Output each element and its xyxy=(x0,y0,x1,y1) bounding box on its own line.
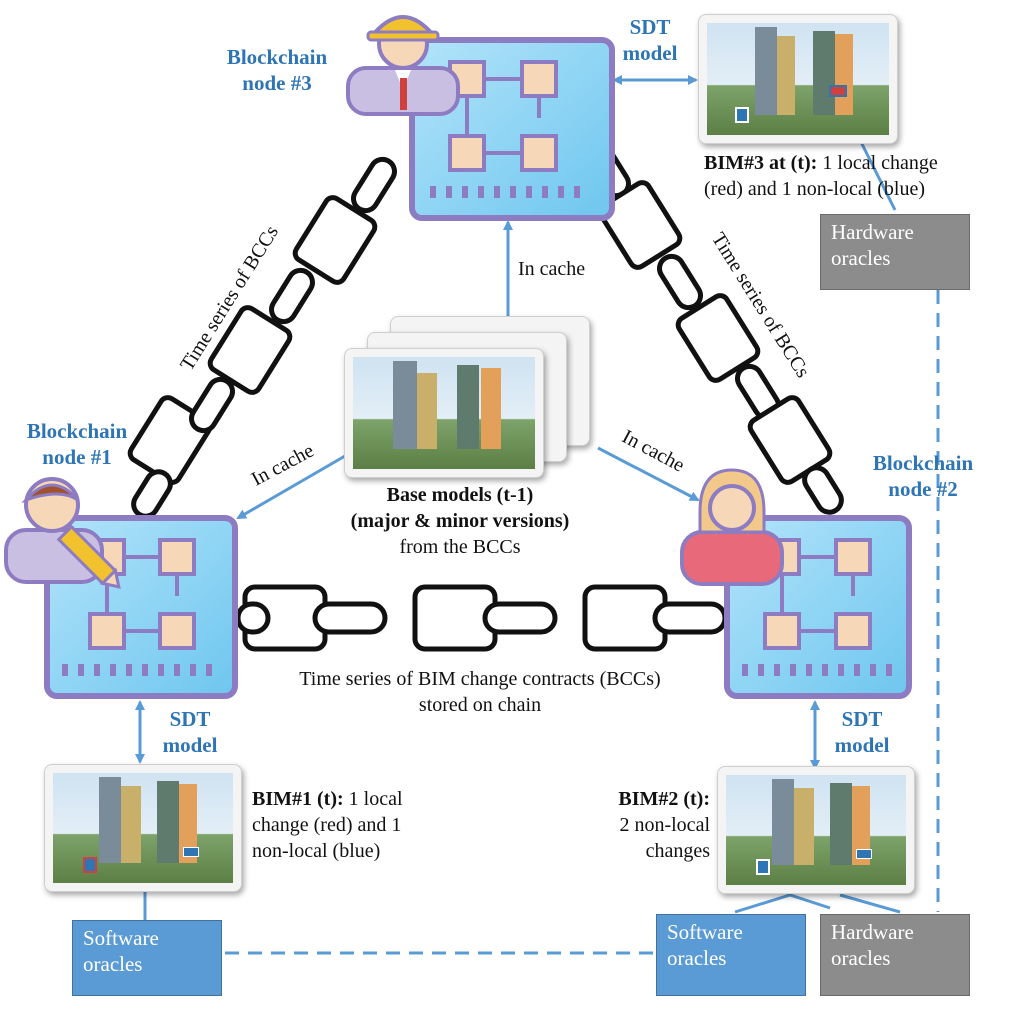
base-line2: (major & minor versions) xyxy=(350,510,570,532)
hardware-oracles-right: Hardware oracles xyxy=(820,914,970,996)
engineer-icon xyxy=(346,15,460,116)
hw-right-line2: oracles xyxy=(831,946,891,970)
base-line3: from the BCCs xyxy=(399,536,521,558)
bim2-text-3: changes xyxy=(645,840,710,862)
chain-left xyxy=(127,156,397,519)
sdt-arrows xyxy=(135,75,820,770)
hw-top-line2: oracles xyxy=(831,246,891,270)
bim2-text-2: 2 non-local xyxy=(619,814,710,836)
blockchain-node-3-chip xyxy=(409,37,615,221)
hw-right-line1: Hardware xyxy=(831,920,914,944)
woman-icon xyxy=(680,468,784,586)
bottom-chain-line2: stored on chain xyxy=(418,694,542,716)
hw-top-line1: Hardware xyxy=(831,220,914,244)
sdt1-line2: model xyxy=(162,733,218,757)
node3-label-line1: Blockchain xyxy=(226,45,328,69)
sdt-model-label-3: SDT model xyxy=(610,14,690,66)
bim1-text-2: change (red) and 1 xyxy=(252,814,402,836)
sw-left-line2: oracles xyxy=(83,952,143,976)
blockchain-node-1-label: Blockchain node #1 xyxy=(12,418,142,470)
bim3-text-2: (red) and 1 non-local (blue) xyxy=(704,178,926,200)
bottom-chain-line1: Time series of BIM change contracts (BCC… xyxy=(299,668,661,690)
bim1-title: BIM#1 (t): xyxy=(252,788,344,810)
software-oracles-right: Software oracles xyxy=(656,914,806,996)
node1-label-line1: Blockchain xyxy=(26,419,128,443)
bim3-screenshot xyxy=(698,14,898,144)
bim2-caption: BIM#2 (t): 2 non-local changes xyxy=(580,786,710,864)
cache-arrows xyxy=(236,220,700,520)
node2-label-line1: Blockchain xyxy=(872,451,974,475)
software-oracles-left: Software oracles xyxy=(72,920,222,996)
blockchain-node-3-label: Blockchain node #3 xyxy=(212,44,342,96)
chain-bottom xyxy=(235,584,728,652)
sdt1-line1: SDT xyxy=(169,707,211,731)
bim2-screenshot xyxy=(717,766,915,894)
sdt2-line1: SDT xyxy=(841,707,883,731)
base-model-caption: Base models (t-1) (major & minor version… xyxy=(300,482,620,560)
sdt2-line2: model xyxy=(834,733,890,757)
node2-label-line2: node #2 xyxy=(888,477,958,501)
sdt-model-label-1: SDT model xyxy=(150,706,230,758)
bim1-text-3: non-local (blue) xyxy=(252,840,381,862)
bottom-chain-caption: Time series of BIM change contracts (BCC… xyxy=(240,666,720,718)
bim1-caption: BIM#1 (t): 1 local change (red) and 1 no… xyxy=(252,786,403,864)
bim3-caption: BIM#3 at (t): 1 local change (red) and 1… xyxy=(704,150,938,202)
oracle-dashed-links xyxy=(225,290,940,955)
bim1-text-1: 1 local xyxy=(343,788,403,810)
sw-right-line1: Software xyxy=(667,920,743,944)
node1-label-line2: node #1 xyxy=(42,445,112,469)
base-model-screenshot xyxy=(344,348,544,478)
bim3-title: BIM#3 at (t): xyxy=(704,152,818,174)
node3-label-line2: node #3 xyxy=(242,71,312,95)
oracle-links xyxy=(143,139,901,920)
blockchain-node-2-label: Blockchain node #2 xyxy=(856,450,990,502)
bim3-text-1: 1 local change xyxy=(817,152,938,174)
bim1-screenshot xyxy=(44,764,242,892)
bim2-title: BIM#2 (t): xyxy=(618,788,710,810)
sdt3-line2: model xyxy=(622,41,678,65)
designer-icon xyxy=(4,477,121,589)
sw-right-line2: oracles xyxy=(667,946,727,970)
hardware-oracles-top: Hardware oracles xyxy=(820,214,970,290)
sdt-model-label-2: SDT model xyxy=(822,706,902,758)
sw-left-line1: Software xyxy=(83,926,159,950)
sdt3-line1: SDT xyxy=(629,15,671,39)
base-line1: Base models (t-1) xyxy=(386,484,534,506)
cache-label-top: In cache xyxy=(518,258,586,280)
